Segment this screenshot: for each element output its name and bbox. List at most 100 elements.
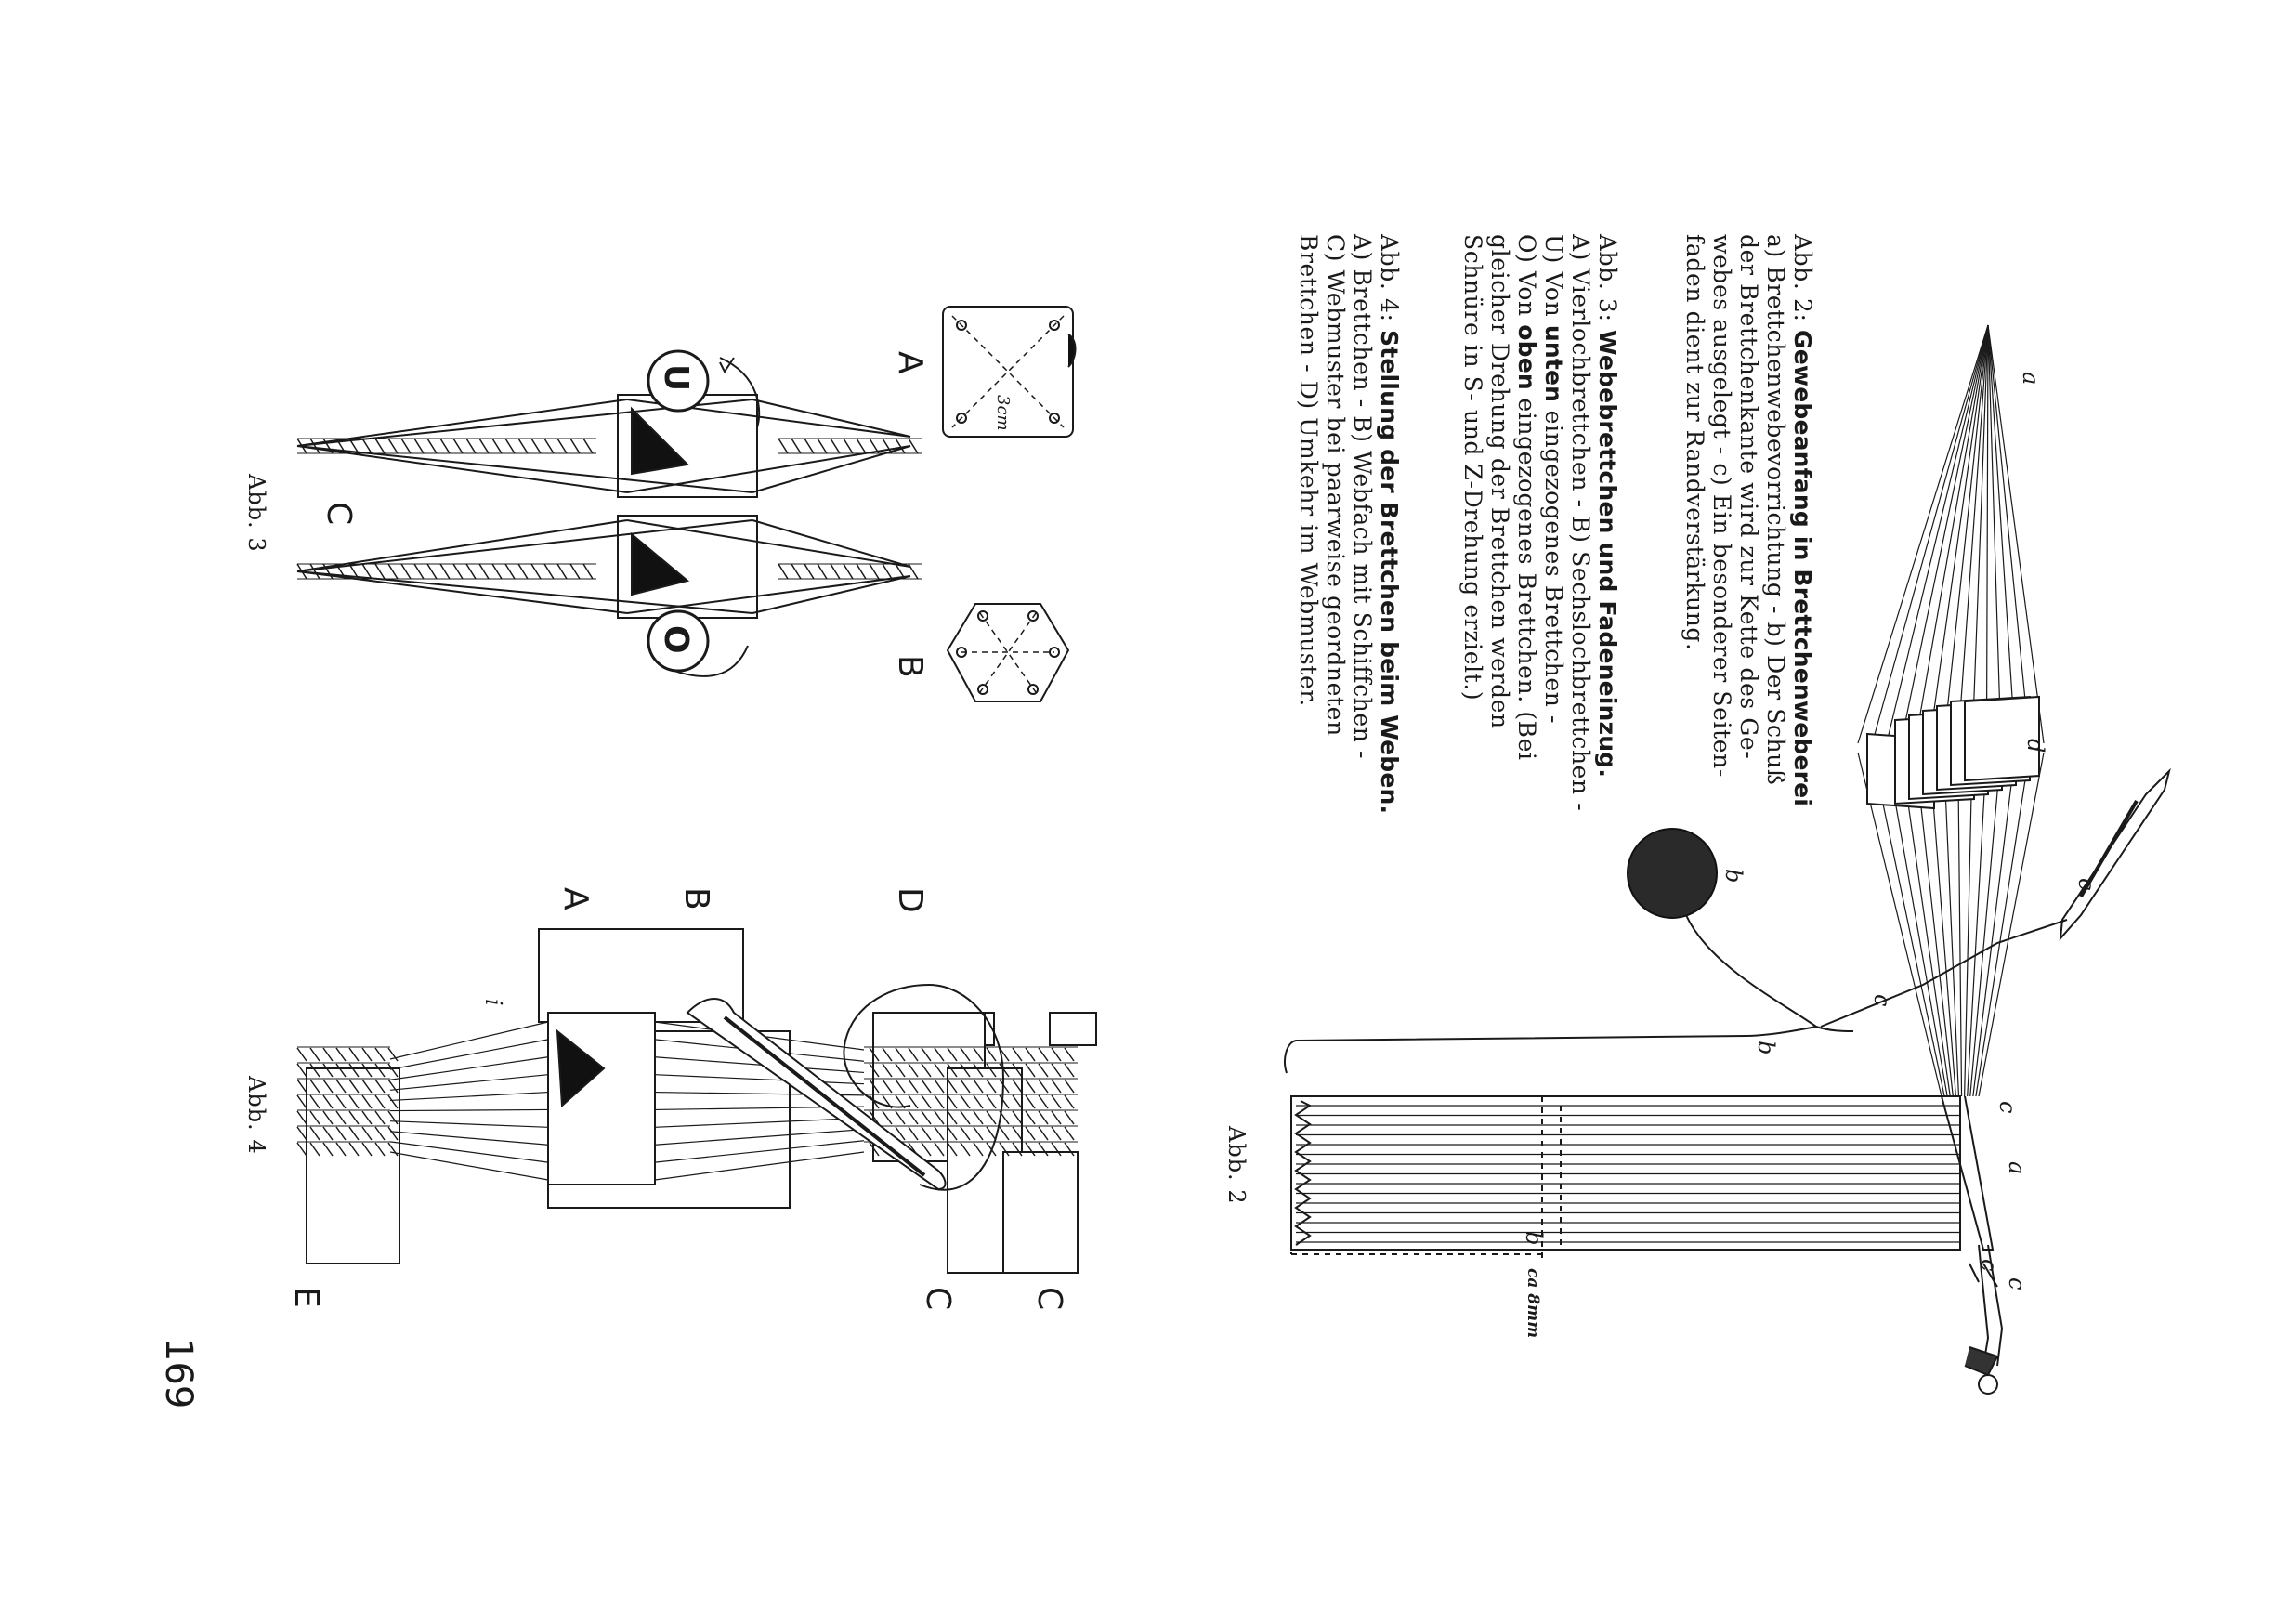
thread-line [999, 1079, 1010, 1094]
abb4-shuttle [686, 983, 1005, 1191]
abb2-label-a-top: a [2018, 372, 2044, 386]
caption-abb2-line-3: der Brettchenkante wird zur Kette des Ge… [1735, 234, 1762, 760]
abb4-label-d: D [891, 887, 929, 913]
caption-abb2: Abb. 2: Gewebeanfang in Brettchenweberei… [1681, 234, 1816, 806]
thread-line [296, 1142, 307, 1157]
thread-line [322, 1063, 334, 1078]
thread-line [1038, 1063, 1049, 1078]
thread-line [654, 1151, 865, 1181]
thread-line [1025, 1063, 1036, 1078]
thread-line [309, 1047, 320, 1062]
thread-line [1038, 1110, 1049, 1125]
thread-line [465, 438, 477, 454]
thread-line [1038, 1079, 1049, 1094]
thread-line [947, 1110, 958, 1125]
thread-line [934, 1110, 945, 1125]
thread-line [973, 1047, 984, 1062]
thread-line [882, 1079, 893, 1094]
thread-line [934, 1047, 945, 1062]
thread-line [465, 563, 477, 580]
thread-line [921, 1063, 932, 1078]
thread-line [389, 1021, 549, 1060]
thread-line [374, 1142, 386, 1157]
thread-line [374, 1110, 386, 1125]
thread-line [947, 1063, 958, 1078]
thread-line [895, 1110, 906, 1125]
thread-line [654, 1056, 865, 1074]
abb3-label-c: C [320, 502, 358, 526]
thread-line [389, 1108, 549, 1112]
thread-line [322, 1126, 334, 1141]
abb2-label-c-thread: c [1869, 994, 1895, 1007]
thread-line [908, 438, 919, 454]
thread-line [387, 1047, 399, 1062]
abb3-card-u [296, 349, 911, 498]
thread-line [843, 438, 854, 454]
thread-line [439, 563, 451, 580]
thread-line [654, 1128, 865, 1146]
thread-line [869, 1063, 880, 1078]
thread-line [986, 1063, 997, 1078]
thread-line [791, 438, 802, 454]
abb3-label-o: O [657, 625, 695, 654]
caption-abb3-line-5: gleicher Drehung der Brettchen werden [1486, 234, 1513, 729]
thread-line [947, 1047, 958, 1062]
thread-line [1025, 1094, 1036, 1109]
abb2-drawing [1284, 324, 2171, 1395]
thread-line [556, 438, 568, 454]
abb4-label-c1: C [919, 1287, 957, 1311]
abb2-warp-fan [1857, 324, 2045, 1097]
thread-line [361, 438, 373, 454]
thread-line [999, 1142, 1010, 1157]
thread-line [934, 1142, 945, 1157]
thread-line [1064, 1094, 1075, 1109]
abb2-label-c-end2: c [2004, 1277, 2030, 1290]
thread-line [309, 438, 320, 454]
thread-line [869, 1110, 880, 1125]
thread-line [973, 1126, 984, 1141]
thread-line [960, 1110, 971, 1125]
caption-abb4: Abb. 4: Stellung der Brettchen beim Webe… [1295, 234, 1403, 814]
thread-line [1900, 324, 1989, 744]
thread-line [986, 1094, 997, 1109]
thread-line [582, 438, 594, 454]
thread-line [348, 1142, 360, 1157]
thread-line [348, 1110, 360, 1125]
thread-line [335, 1047, 347, 1062]
thread-line [1064, 1126, 1075, 1141]
thread-line [1051, 1142, 1062, 1157]
thread-line [335, 1063, 347, 1078]
thread-line [1012, 1126, 1023, 1141]
thread-line [322, 1079, 334, 1094]
thread-line [986, 1047, 997, 1062]
thread-line [960, 1142, 971, 1157]
thread-line [1064, 1142, 1075, 1157]
thread-line [1942, 324, 1989, 744]
caption-abb2-line-5: faden dient zur Randverstärkung. [1681, 234, 1708, 651]
caption-abb3-line-1: Abb. 3: Webebrettchen und Fadeneinzug. [1594, 234, 1621, 779]
figure-title-abb4: Abb. 4 [243, 1076, 269, 1155]
abb2-thread-ball [1627, 828, 1718, 919]
thread-line [361, 563, 373, 580]
thread-line [921, 1047, 932, 1062]
abb3-card-four-hole [942, 306, 1077, 438]
thread-line [1914, 752, 1954, 1097]
thread-line [869, 1079, 880, 1094]
thread-line [882, 563, 893, 580]
thread-line [439, 438, 451, 454]
thread-line [387, 1110, 399, 1125]
abb2-shuttle [1820, 767, 2171, 1028]
thread-line [296, 1094, 307, 1109]
thread-line [389, 1151, 549, 1181]
thread-line [960, 1063, 971, 1078]
thread-line [387, 1079, 399, 1094]
thread-line [1025, 1126, 1036, 1141]
abb2-label-d: d [2022, 739, 2048, 753]
thread-line [543, 563, 555, 580]
thread-line [1025, 1110, 1036, 1125]
thread-line [569, 438, 581, 454]
thread-line [1972, 752, 2016, 1097]
caption-abb2-line-2: a) Brettchenwebevorrichtung - b) Der Sch… [1762, 234, 1789, 786]
thread-line [1886, 752, 1948, 1097]
